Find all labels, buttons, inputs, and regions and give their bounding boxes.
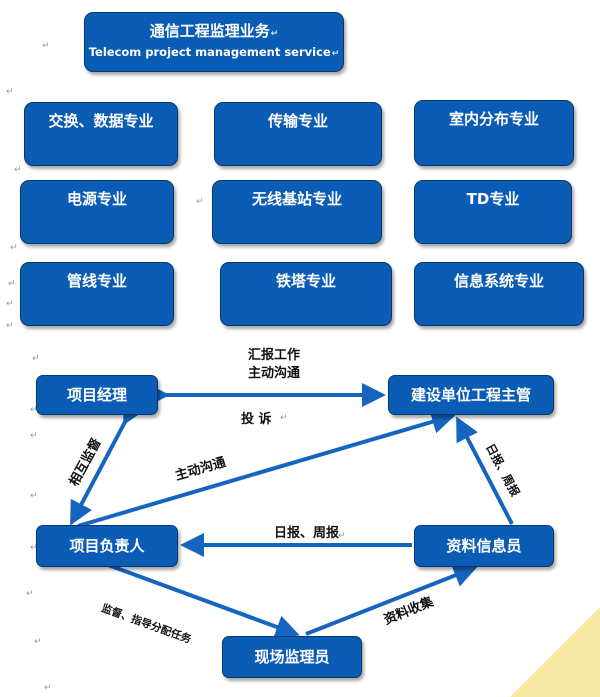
specialty-switching-data: 交换、数据专业 — [24, 102, 178, 166]
paragraph-mark: ↵ — [196, 197, 204, 207]
specialty-pipeline: 管线专业 — [20, 262, 174, 326]
role-site-supervisor: 现场监理员 — [222, 636, 362, 678]
role-label: 建设单位工程主管 — [410, 386, 531, 404]
specialty-information-system: 信息系统专业 — [414, 262, 584, 326]
paragraph-mark: ↵ — [6, 87, 14, 97]
paragraph-mark: ↵ — [32, 354, 40, 364]
specialty-label: 信息系统专业 — [453, 272, 544, 290]
paragraph-mark: ↵ — [30, 491, 38, 501]
paragraph-mark: ↵ — [8, 279, 16, 289]
paragraph-mark: ↵ — [34, 637, 42, 647]
specialty-label: 电源专业 — [66, 190, 127, 208]
role-info-clerk: 资料信息员 — [414, 525, 554, 567]
specialty-wireless-base-station: 无线基站专业 — [212, 180, 382, 244]
paragraph-mark: ↵ — [10, 243, 18, 253]
label-active-comm-top: 主动沟通 — [248, 366, 301, 381]
paragraph-mark: ↵ — [6, 321, 14, 331]
role-label: 项目负责人 — [69, 537, 145, 555]
role-project-manager: 项目经理 — [36, 375, 158, 415]
paragraph-mark: ↵ — [30, 543, 38, 553]
role-client-supervisor: 建设单位工程主管 — [388, 375, 554, 415]
arrow-lead-client — [77, 410, 456, 528]
role-label: 资料信息员 — [446, 537, 522, 555]
specialty-label: 铁塔专业 — [275, 272, 336, 290]
specialty-label: 无线基站专业 — [251, 190, 342, 208]
specialty-label: TD专业 — [466, 190, 520, 208]
specialty-label: 室内分布专业 — [448, 110, 539, 128]
paragraph-mark: ↵ — [30, 431, 38, 441]
role-label: 现场监理员 — [254, 648, 330, 666]
specialty-td: TD专业 — [414, 180, 572, 244]
paragraph-mark: ↵ — [331, 49, 340, 59]
specialty-label: 交换、数据专业 — [48, 112, 154, 130]
paragraph-mark: ↵ — [42, 41, 50, 51]
label-daily-weekly-mid: 日报、周报 — [274, 526, 340, 541]
label-report-work: 汇报工作 — [248, 348, 301, 363]
specialty-label: 传输专业 — [267, 112, 328, 130]
paragraph-mark: ↵ — [270, 29, 279, 39]
specialty-transmission: 传输专业 — [214, 102, 382, 166]
specialty-tower: 铁塔专业 — [220, 262, 392, 326]
paragraph-mark: ↵ — [280, 413, 288, 423]
paragraph-mark: ↵ — [14, 165, 22, 175]
role-project-lead: 项目负责人 — [36, 525, 178, 567]
arrow-manager-lead — [70, 398, 145, 526]
paragraph-mark: ↵ — [26, 589, 34, 599]
paragraph-mark: ↵ — [6, 299, 14, 309]
title-cn: 通信工程监理业务 — [149, 22, 270, 40]
corner-decoration — [510, 607, 600, 697]
specialty-indoor-distribution: 室内分布专业 — [414, 100, 574, 166]
paragraph-mark: ↵ — [30, 405, 38, 415]
title-box: 通信工程监理业务↵ Telecom project management ser… — [84, 12, 344, 72]
paragraph-mark: ↵ — [44, 683, 52, 693]
arrow-info-client — [456, 416, 514, 525]
specialty-power: 电源专业 — [20, 180, 174, 244]
paragraph-mark: ↵ — [338, 531, 346, 541]
title-en: Telecom project management service — [88, 45, 331, 59]
label-complaint: 投 诉 — [241, 412, 272, 427]
arrow-site-info — [305, 564, 478, 636]
specialty-label: 管线专业 — [66, 272, 127, 290]
arrow-lead-site — [99, 560, 300, 639]
role-label: 项目经理 — [66, 386, 127, 404]
